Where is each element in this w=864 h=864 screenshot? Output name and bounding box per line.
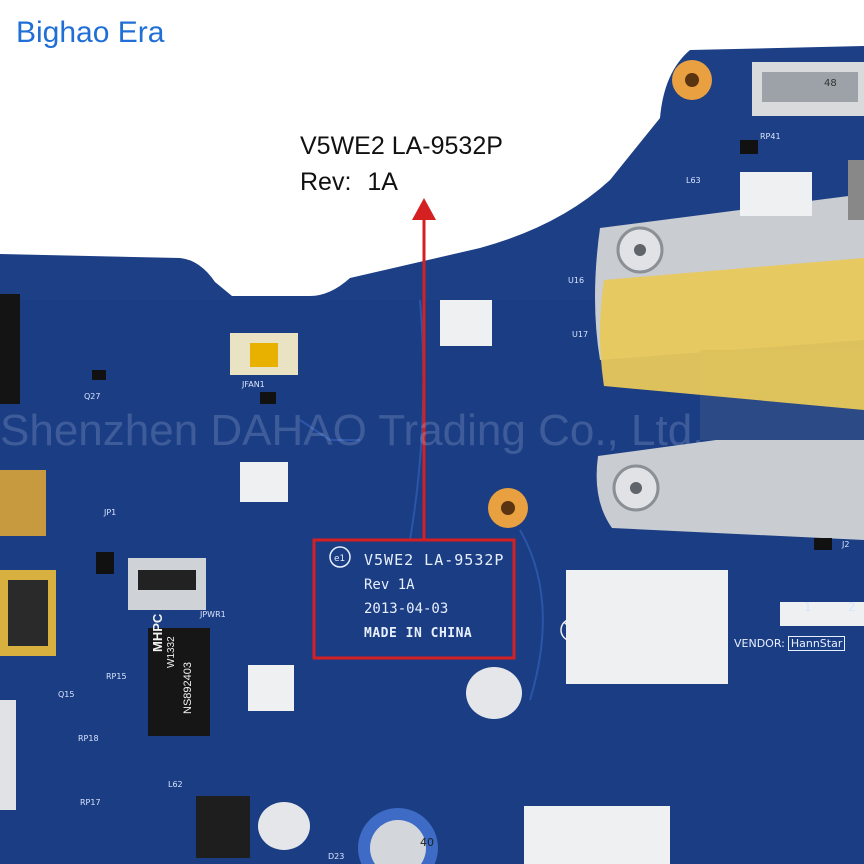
- test-pad: [780, 602, 864, 626]
- mount-hole-center: [501, 501, 515, 515]
- label-num2: 2: [848, 600, 856, 614]
- label-jfan1: JFAN1: [242, 380, 265, 389]
- chip-text-1: MHPC: [150, 613, 165, 652]
- label-rp41: RP41: [760, 132, 781, 141]
- test-pad: [240, 462, 288, 502]
- vendor-label-text: VENDOR:: [734, 637, 785, 650]
- screw-center: [630, 482, 642, 494]
- silk-date: 2013-04-03: [364, 601, 449, 617]
- smd: [848, 160, 864, 220]
- silk-rev: Rev 1A: [364, 577, 415, 593]
- label-j2: J2: [842, 540, 850, 549]
- label-rp17: RP17: [80, 798, 101, 807]
- label-num1: 1: [804, 600, 812, 614]
- fpc-inner: [138, 570, 196, 590]
- chip-text-2: W1332: [166, 636, 177, 668]
- connector-left: [0, 700, 16, 810]
- label-l63: L63: [686, 176, 701, 185]
- e1-mark-text: e1: [334, 554, 345, 564]
- vendor-name: HannStar: [787, 636, 846, 651]
- label-rp18: RP18: [78, 734, 99, 743]
- capacitor-top: [370, 820, 426, 864]
- test-pad: [248, 665, 294, 711]
- label-48: 48: [824, 78, 837, 89]
- silk-model: V5WE2 LA-9532P: [364, 551, 505, 569]
- smd: [740, 140, 758, 154]
- pcb-shade: [0, 300, 864, 864]
- smd: [814, 538, 832, 550]
- no-lead-icon: [560, 618, 584, 642]
- label-jp1: JP1: [104, 508, 117, 517]
- vendor-label: VENDOR:HannStar: [734, 636, 846, 651]
- caption-rev-value: 1A: [367, 168, 398, 196]
- test-pad: [566, 570, 728, 684]
- label-l62: L62: [168, 780, 183, 789]
- lan-port-frame: [8, 580, 48, 646]
- connector-inner: [762, 72, 858, 102]
- label-u16: U16: [568, 276, 585, 285]
- label-u17: U17: [572, 330, 589, 339]
- brand-title: Bighao Era: [16, 16, 165, 49]
- caption-rev-label: Rev:: [300, 168, 352, 196]
- label-q15: Q15: [58, 690, 75, 699]
- heatpipe-lower: [596, 420, 864, 540]
- screw-center: [634, 244, 646, 256]
- test-pad: [440, 300, 492, 346]
- arrow-head: [412, 198, 436, 220]
- silk-origin: MADE IN CHINA: [364, 626, 473, 641]
- pin-header: [0, 294, 20, 404]
- test-pad: [740, 172, 812, 216]
- smd: [96, 552, 114, 574]
- label-q27: Q27: [84, 392, 101, 401]
- label-d23: D23: [328, 852, 345, 861]
- caption-rev: Rev: 1A: [300, 168, 398, 197]
- test-pad-round: [258, 802, 310, 850]
- smd: [260, 392, 276, 404]
- caption-model: V5WE2 LA-9532P: [300, 132, 503, 160]
- trace: [519, 529, 544, 701]
- test-pad: [524, 806, 670, 864]
- test-pad-round: [466, 667, 522, 719]
- smd: [92, 370, 106, 380]
- transformer-chip: [148, 628, 210, 736]
- watermark-text: Shenzhen DAHAO Trading Co., Ltd.: [0, 406, 705, 455]
- chip-text-3: NS892403: [182, 662, 194, 714]
- yellow-tape: [600, 258, 864, 410]
- label-cap40: 40: [420, 836, 434, 849]
- fan-connector-pin: [250, 343, 278, 367]
- mount-hole-center: [685, 73, 699, 87]
- label-jpwr1: JPWR1: [200, 610, 226, 619]
- ic-gold: [0, 470, 46, 536]
- highlight-box: [312, 538, 516, 660]
- e1-circle-icon: [329, 546, 351, 568]
- label-rp15: RP15: [106, 672, 127, 681]
- controller-chip: [196, 796, 250, 858]
- trace: [299, 419, 360, 441]
